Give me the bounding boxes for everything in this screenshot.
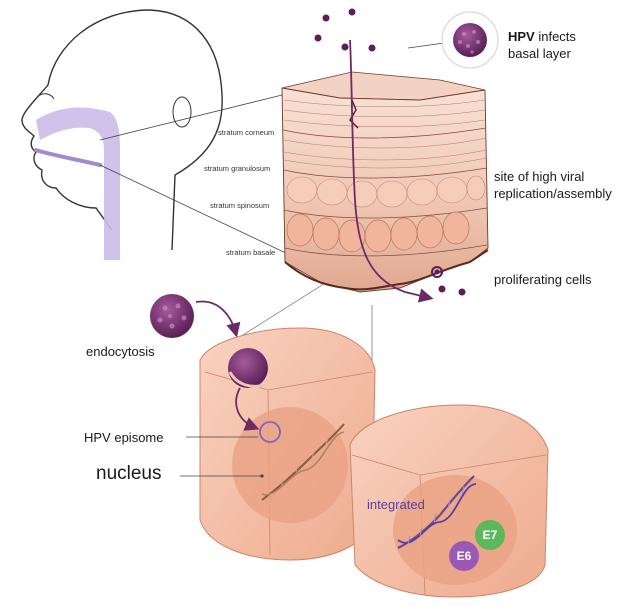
proliferating-cells-label: proliferating cells (494, 271, 592, 288)
stratum-spinosum-label: stratum spinosum (210, 201, 269, 210)
site-line1-label: site of high viral (494, 168, 584, 185)
integrated-label: integrated (367, 496, 425, 513)
hpv-infects-label: HPV infects (508, 28, 576, 45)
stratum-granulosum-label: stratum granulosum (204, 164, 270, 173)
hpv-bold-label: HPV (508, 29, 535, 44)
endocytosis-label: endocytosis (86, 343, 155, 360)
airway (36, 107, 120, 260)
e7-badge: E7 (475, 520, 505, 550)
stratum-corneum-label: stratum corneum (218, 128, 274, 137)
site-line2-label: replication/assembly (494, 185, 612, 202)
cell-left (200, 328, 375, 560)
hpv-callout (442, 12, 498, 68)
stratum-basale-label: stratum basale (226, 248, 275, 257)
virus-particle-large (150, 294, 194, 338)
endocytosis-arrow (196, 301, 236, 334)
e6-badge: E6 (449, 541, 479, 571)
basal-layer-label: basal layer (508, 45, 571, 62)
infects-label: infects (535, 29, 576, 44)
hpv-episome-label: HPV episome (84, 429, 163, 446)
skin-block (282, 72, 488, 292)
nucleus-label: nucleus (96, 463, 162, 485)
